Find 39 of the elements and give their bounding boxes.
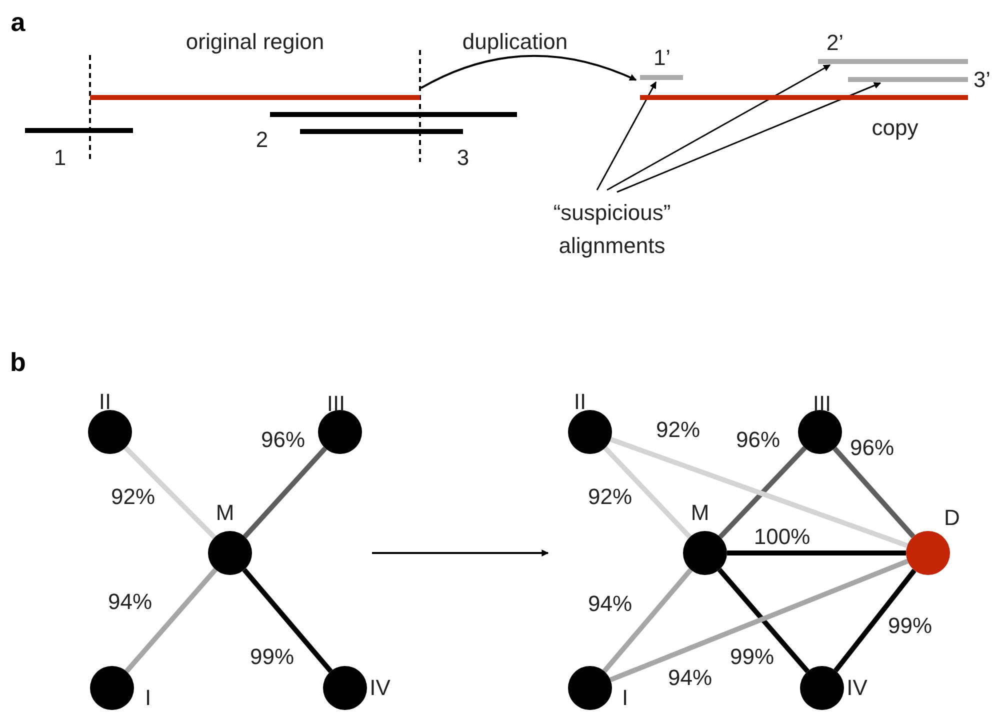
vertex-label: M <box>216 501 234 525</box>
vertex-label: IV <box>846 676 868 700</box>
vertex-label: II <box>574 390 586 414</box>
vertex-label: I <box>144 686 152 710</box>
vertex-label: M <box>690 501 710 525</box>
panel-letter: a <box>10 10 26 34</box>
bar-label: 1’ <box>653 46 671 70</box>
connector-line <box>124 568 218 674</box>
arrow <box>420 55 637 89</box>
connector-line <box>603 446 692 539</box>
arrow <box>606 64 831 191</box>
vertex-label: II <box>98 390 112 414</box>
connector-line <box>602 568 693 673</box>
connector-line <box>242 568 333 673</box>
vertex-label: III <box>812 392 832 416</box>
bar-label: 2’ <box>826 31 844 55</box>
connector-line <box>124 446 216 540</box>
connector-line <box>610 558 908 682</box>
bar-label: 2 <box>256 128 268 152</box>
annotation-text: “suspicious” alignments <box>552 199 672 260</box>
vertex-label: IV <box>370 676 390 700</box>
connector-line <box>718 568 810 674</box>
connector-line <box>718 446 807 539</box>
bar-label: copy <box>872 116 918 140</box>
vertex-label: D <box>944 506 960 530</box>
vertex-label: III <box>326 392 346 416</box>
bar-label: 3 <box>456 146 470 170</box>
bar-label: original region <box>186 30 324 54</box>
connector-line <box>610 437 908 548</box>
connector-line <box>242 446 328 538</box>
bar-label: 3’ <box>973 68 991 92</box>
bar-label: 1 <box>54 146 66 170</box>
arrow <box>596 81 657 190</box>
connector-line <box>834 568 916 672</box>
arrow <box>616 82 882 193</box>
vertex-label: I <box>622 686 628 710</box>
panel-letter: b <box>10 350 26 374</box>
connector-line <box>832 446 916 538</box>
connector-line <box>727 550 906 556</box>
